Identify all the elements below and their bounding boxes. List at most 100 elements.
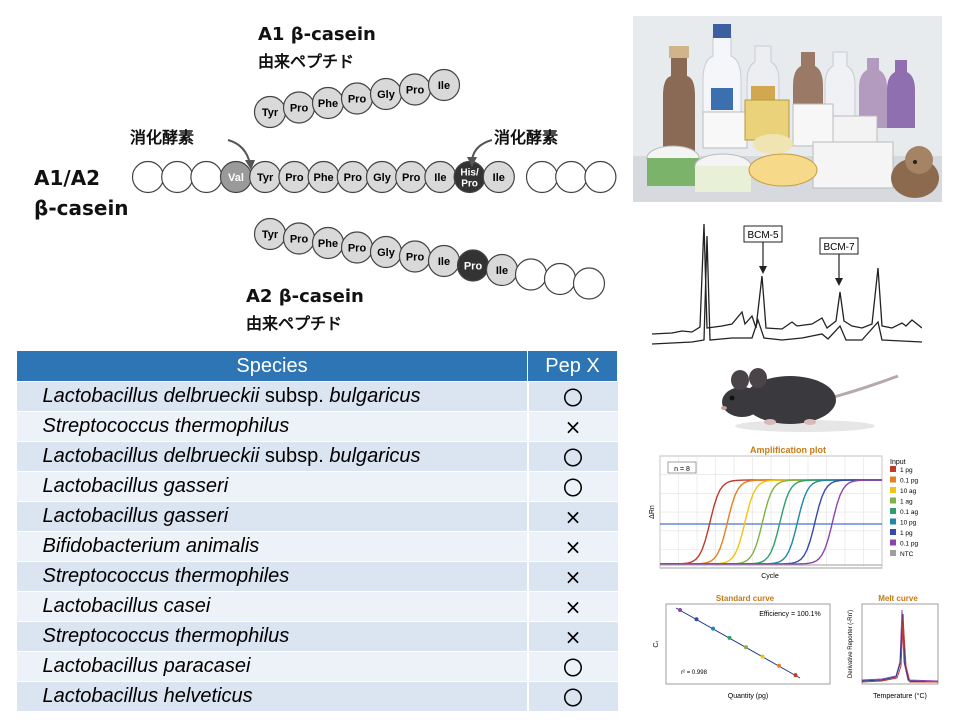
a2-bead-6-label: Ile <box>438 256 450 268</box>
amp-legend-label: 10 pg <box>900 520 917 527</box>
main-chain-bead-9: Ile <box>482 160 515 194</box>
a2-bead-4-label: Gly <box>377 247 396 259</box>
species-cell: Lactobacillus paracasei <box>16 651 528 682</box>
melt-xlabel: Temperature (°C) <box>873 692 927 700</box>
species-genus: Bifidobacterium animalis <box>42 535 260 557</box>
main-chain-empty-bead <box>584 160 617 194</box>
amp-legend-swatch <box>890 518 896 525</box>
a2-bead-4: Gly <box>369 235 403 269</box>
enzyme-arrow-right-head <box>467 157 477 167</box>
table-row: Lactobacillus gasseri× <box>16 501 618 532</box>
melt-ylabel: Derivative Reporter (-Rn') <box>848 610 854 678</box>
species-genus: Lactobacillus helveticus <box>42 685 253 707</box>
main-chain-bead-5-label: Gly <box>373 172 392 184</box>
header-species: Species <box>16 350 528 382</box>
a1-bead-2: Phe <box>311 86 345 120</box>
pep-x-cell: 〇 <box>526 651 618 682</box>
a2-bead-2-label: Phe <box>318 238 338 250</box>
amp-ylabel: ΔRn <box>649 505 656 519</box>
amp-title: Amplification plot <box>750 445 826 455</box>
amp-legend-label: 0.1 ag <box>900 509 918 516</box>
species-subsp: subsp. <box>259 445 330 467</box>
species-genus: Streptococcus thermophilus <box>42 625 290 647</box>
bcm7-marker: BCM-7 <box>819 237 859 286</box>
pep-x-cell: × <box>526 591 618 622</box>
standard-curve: Standard curve Efficiency = 100.1% r² = … <box>650 592 835 702</box>
main-chain-empty-bead <box>190 160 223 194</box>
main-chain-bead-7-label: Ile <box>434 172 446 184</box>
amp-legend-swatch <box>890 508 896 514</box>
species-cell: Streptococcus thermophiles <box>16 561 528 592</box>
a2-bead-0-label: Tyr <box>262 229 279 241</box>
svg-text:BCM-7: BCM-7 <box>823 242 855 253</box>
amp-legend-swatch <box>890 550 896 556</box>
main-chain-empty-bead <box>525 160 559 194</box>
a1-bead-6-label: Ile <box>438 80 450 92</box>
amp-badge: n = 8 <box>674 466 690 473</box>
enzyme-arrow-left-head <box>245 160 255 170</box>
species-genus: Lactobacillus delbrueckii <box>42 445 260 467</box>
table-row: Lactobacillus casei× <box>16 591 618 622</box>
amp-legend-swatch <box>890 529 896 535</box>
pep-x-cell: × <box>526 621 618 652</box>
main-chain-bead-6-label: Pro <box>402 172 421 184</box>
std-point <box>727 635 732 640</box>
amp-legend-label: 1 pg <box>900 530 913 537</box>
a1-bead-3: Pro <box>340 82 374 115</box>
a2-empty-bead <box>543 262 577 296</box>
a1-bead-1-label: Pro <box>290 103 309 115</box>
main-chain-bead-8: His/Pro <box>453 160 486 194</box>
a2-bead-7: Pro <box>456 249 490 282</box>
species-cell: Lactobacillus helveticus <box>16 681 528 712</box>
main-chain-bead-2-label: Pro <box>285 172 304 184</box>
amp-legend-swatch <box>890 497 896 504</box>
bcm5-marker: BCM-5 <box>743 225 783 274</box>
a2-bead-8: Ile <box>485 253 519 287</box>
a2-bead-2: Phe <box>311 226 345 260</box>
main-chain-bead-0-label: Val <box>228 172 244 184</box>
table-row: Bifidobacterium animalis × <box>16 531 618 562</box>
species-genus: Streptococcus thermophiles <box>42 565 290 587</box>
a2-peptide-title: A2 β-casein <box>246 286 364 307</box>
std-point <box>711 626 715 631</box>
species-cell: Lactobacillus gasseri <box>16 501 528 532</box>
species-subsp: subsp. <box>259 385 330 407</box>
amp-legend-label: 1 pg <box>900 467 913 474</box>
amp-legend-label: 10 ag <box>900 488 917 495</box>
std-point <box>760 654 765 659</box>
species-subspecies-name: bulgaricus <box>329 445 421 467</box>
melt-curve: Melt curve Temperature (°C) Derivative R… <box>842 592 942 702</box>
amplification-plot: Amplification plot n = 8 Cycle ΔRn Input… <box>648 442 948 582</box>
main-chain-bead-1-label: Tyr <box>257 172 274 184</box>
pep-x-cell: 〇 <box>526 681 618 712</box>
pep-x-cell: × <box>526 531 618 562</box>
a1-bead-1: Pro <box>282 91 316 124</box>
header-pep-x: Pep X <box>527 350 618 382</box>
dairy-products-photo <box>633 16 942 202</box>
species-cell: Lactobacillus casei <box>16 591 528 622</box>
main-chain-bead-2: Pro <box>278 160 311 194</box>
enzyme-label-left: 消化酵素 <box>130 128 195 147</box>
a2-bead-8-label: Ile <box>496 265 508 277</box>
a2-empty-bead <box>572 267 606 300</box>
species-genus: Lactobacillus gasseri <box>42 475 229 497</box>
pep-x-cell: × <box>526 501 618 532</box>
main-chain-bead-3: Phe <box>307 160 340 194</box>
table-row: Lactobacillus delbrueckii subsp. bulgari… <box>16 381 618 412</box>
std-point <box>678 608 682 612</box>
a1-peptide-title: A1 β-casein <box>258 24 376 45</box>
a1-bead-4: Gly <box>369 77 403 111</box>
amp-legend-label: 1 ag <box>900 499 913 506</box>
pep-x-cell: 〇 <box>526 381 618 412</box>
a1-bead-4-label: Gly <box>377 89 396 101</box>
a2-bead-3: Pro <box>340 231 374 264</box>
main-chain-empty-bead <box>555 160 588 194</box>
table-row: Lactobacillus delbrueckii subsp. bulgari… <box>16 441 618 472</box>
species-cell: Streptococcus thermophilus <box>16 621 528 652</box>
table-row: Streptococcus thermophiles× <box>16 561 618 592</box>
std-efficiency: Efficiency = 100.1% <box>759 611 821 618</box>
a2-bead-1: Pro <box>282 222 316 255</box>
a2-bead-0: Tyr <box>253 217 287 251</box>
